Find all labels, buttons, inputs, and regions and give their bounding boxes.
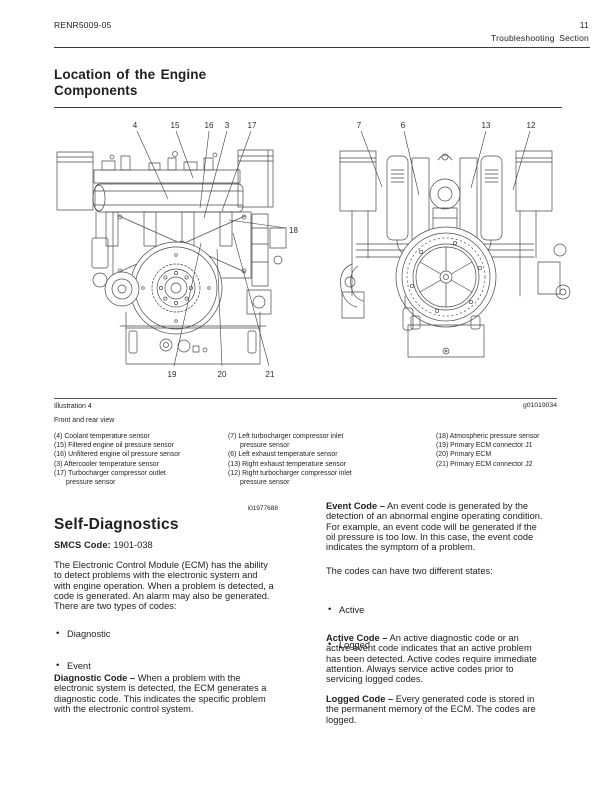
- illustration-label: Illustration 4: [54, 403, 92, 410]
- legend-item-wrap: pressure sensor: [66, 479, 116, 487]
- paragraph-intro: The Electronic Control Module (ECM) has …: [54, 560, 274, 611]
- bullet-item: Diagnostic: [54, 628, 612, 639]
- paragraph-line: For example, an event code will be gener…: [326, 521, 537, 532]
- paragraph-line: There are two types of codes:: [54, 601, 177, 612]
- paragraph-line: code is generated. An alarm may also be …: [54, 590, 270, 601]
- bullet-label: Event: [67, 661, 91, 671]
- smcs-label: SMCS Code:: [54, 540, 111, 550]
- rear-view-leader-lines: [360, 130, 531, 196]
- rear-view-drawing: [339, 150, 571, 358]
- header-rule: [54, 47, 590, 48]
- rear-view-callouts: 7 6 13 12: [357, 121, 536, 130]
- front-view-leader-lines: [136, 130, 287, 367]
- bullet-item: Active: [326, 604, 612, 615]
- engine-illustration: 4 15 16 3 17 18 19 20 21: [56, 121, 571, 379]
- paragraph-line: detection of an abnormal engine operatin…: [326, 511, 543, 522]
- page-title-line2: Components: [54, 82, 138, 98]
- legend-item: (17) Turbocharger compressor outlet: [54, 469, 166, 477]
- paragraph-diagnostic-code: Diagnostic Code – When a problem with th…: [54, 673, 266, 714]
- legend-item: (19) Primary ECM connector J1: [436, 442, 533, 450]
- page-title: Location of the Engine Components: [54, 67, 206, 98]
- smcs-code: SMCS Code: 1901-038: [54, 540, 153, 550]
- callout-17: 17: [248, 121, 257, 130]
- front-view-callouts: 4 15 16 3 17 18 19 20 21: [133, 121, 299, 379]
- paragraph-line: logged.: [326, 714, 357, 725]
- paragraph-logged-code: Logged Code – Every generated code is st…: [326, 694, 536, 725]
- front-view-drawing: [56, 149, 287, 365]
- paragraph-line: servicing logged codes.: [326, 674, 424, 685]
- info-code: i01977688: [247, 505, 278, 512]
- legend-column-3: (18) Atmospheric pressure sensor (19) Pr…: [436, 432, 566, 469]
- paragraph-line: The codes can have two different states:: [326, 566, 493, 576]
- callout-7: 7: [357, 121, 362, 130]
- paragraph-line: Active Code – An active diagnostic code …: [326, 633, 519, 643]
- legend-item: (15) Filtered engine oil pressure sensor: [54, 442, 174, 450]
- smcs-value: 1901-038: [113, 540, 153, 550]
- legend-item-wrap: pressure sensor: [240, 442, 290, 450]
- paragraph-line: diagnostic code. This indicates the spec…: [54, 693, 266, 704]
- title-rule: [54, 107, 562, 108]
- term-lead: Diagnostic Code –: [54, 673, 136, 683]
- legend-item: (4) Coolant temperature sensor: [54, 433, 150, 440]
- illustration-caption: Front and rear view: [54, 417, 115, 424]
- legend-item: (3) Aftercooler temperature sensor: [54, 460, 159, 468]
- callout-18: 18: [289, 226, 298, 235]
- paragraph-line: oil pressure is too low. In this case, t…: [326, 531, 534, 542]
- paragraph-event-code: Event Code – An event code is generated …: [326, 501, 543, 552]
- header-doc-number: RENR5009-05: [54, 20, 112, 30]
- header-section-title: Troubleshooting Section: [491, 33, 589, 43]
- paragraph-line: Diagnostic Code – When a problem with th…: [54, 673, 241, 683]
- legend-item: (7) Left turbocharger compressor inlet: [228, 433, 344, 440]
- paragraph-line: the permanent memory of the ECM. The cod…: [326, 704, 536, 715]
- paragraph-line: Event Code – An event code is generated …: [326, 501, 529, 511]
- page-title-line1: Location of the Engine: [54, 67, 207, 82]
- callout-3: 3: [225, 121, 230, 130]
- legend-item: (20) Primary ECM: [436, 451, 492, 459]
- paragraph-line: with the electronic control system.: [54, 703, 194, 714]
- section-heading: Self-Diagnostics: [54, 516, 179, 533]
- legend-item: (6) Left exhaust temperature sensor: [228, 451, 338, 459]
- paragraph-line: indicates the symptom of a problem.: [326, 542, 476, 553]
- paragraph-line: to detect problems with the electronic s…: [54, 570, 258, 581]
- callout-6: 6: [401, 121, 406, 130]
- bullet-label: Active: [339, 605, 365, 615]
- caption-rule: [54, 398, 557, 399]
- term-lead: Logged Code –: [326, 694, 394, 704]
- paragraph-line: active event code indicates that an acti…: [326, 643, 532, 654]
- callout-21: 21: [266, 370, 275, 379]
- legend-item: (13) Right exhaust temperature sensor: [228, 460, 346, 468]
- legend-item: (16) Unfiltered engine oil pressure sens…: [54, 451, 181, 459]
- legend-column-2: (7) Left turbocharger compressor inlet p…: [228, 432, 423, 487]
- bullet-label: Diagnostic: [67, 629, 111, 639]
- paragraph-line: has been detected. Active codes require …: [326, 653, 537, 664]
- paragraph-states: The codes can have two different states:: [326, 566, 493, 576]
- paragraph-line: attention. Always service active codes p…: [326, 663, 514, 674]
- term-lead: Event Code –: [326, 501, 385, 511]
- header-page-number: 11: [579, 20, 589, 30]
- paragraph-active-code: Active Code – An active diagnostic code …: [326, 633, 537, 684]
- callout-4: 4: [133, 121, 138, 130]
- legend-item: (18) Atmospheric pressure sensor: [436, 433, 540, 440]
- paragraph-line: Logged Code – Every generated code is st…: [326, 694, 535, 704]
- legend-item: (12) Right turbocharger compressor inlet: [228, 469, 352, 477]
- bullet-item: Logged: [326, 639, 612, 650]
- paragraph-line: The Electronic Control Module (ECM) has …: [54, 560, 268, 570]
- legend-item-wrap: pressure sensor: [240, 479, 290, 487]
- callout-20: 20: [218, 370, 227, 379]
- bullet-label: Logged: [339, 640, 371, 650]
- bullet-item: Event: [54, 660, 612, 671]
- callout-13: 13: [482, 121, 491, 130]
- legend-item: (21) Primary ECM connector J2: [436, 460, 533, 468]
- paragraph-line: with engine operation. When a problem is…: [54, 580, 274, 591]
- legend-column-1: (4) Coolant temperature sensor (15) Filt…: [54, 432, 224, 487]
- callout-19: 19: [168, 370, 177, 379]
- term-lead: Active Code –: [326, 633, 388, 643]
- callout-16: 16: [205, 121, 214, 130]
- paragraph-line: electronic system is detected, the ECM g…: [54, 683, 267, 694]
- callout-12: 12: [527, 121, 536, 130]
- callout-15: 15: [171, 121, 180, 130]
- graphic-id: g01019034: [522, 402, 557, 409]
